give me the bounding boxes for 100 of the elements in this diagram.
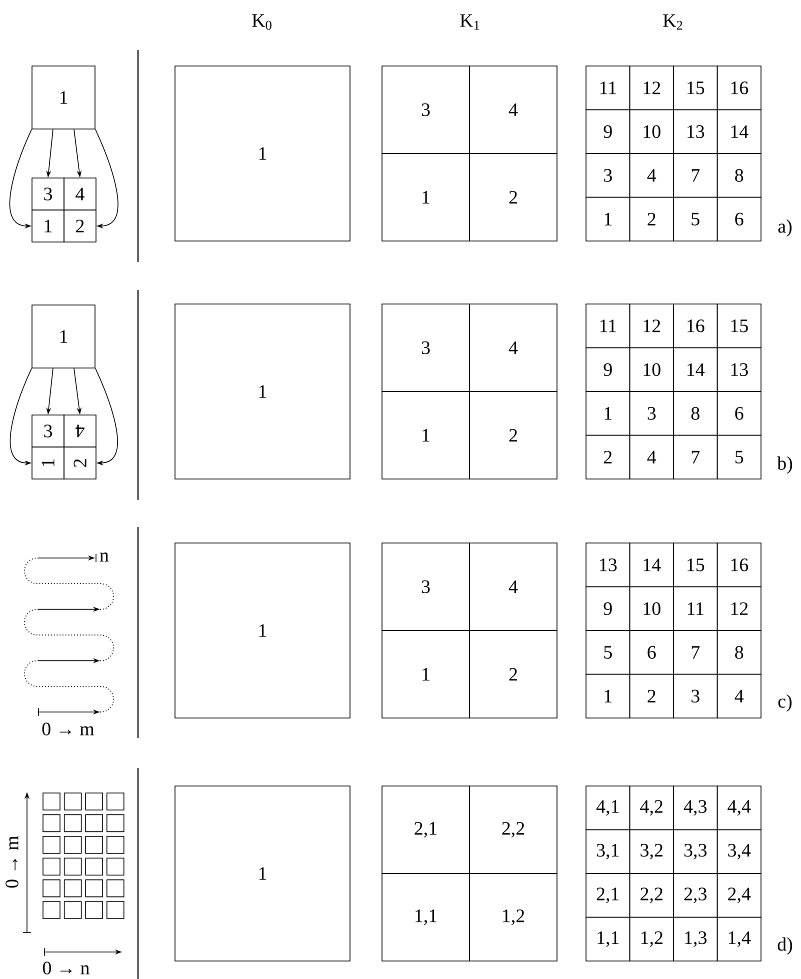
grid-cell: 11 (586, 304, 630, 348)
grid-cell: 7 (673, 434, 718, 480)
grid-cell: 9 (586, 109, 630, 154)
grid-cell: 1 (174, 786, 350, 962)
grid-cell: 3,3 (673, 829, 718, 874)
grid-cell: 4,1 (586, 786, 630, 830)
grid-cell: 4 (469, 66, 558, 154)
grid-cell: 4,4 (716, 786, 762, 830)
grid-cell: 4 (469, 542, 558, 631)
grid-cell: 15 (673, 542, 718, 588)
grid-cell: 1 (586, 674, 630, 718)
grid-cell: 15 (716, 304, 762, 348)
row-label: d) (778, 937, 792, 955)
column-heading: K$_{0}$ (252, 14, 272, 30)
grid-cell: 9 (586, 586, 630, 631)
source-box: 1 (32, 304, 96, 368)
grid-cell: 12 (629, 304, 674, 348)
grid-cell: 2,4 (716, 873, 762, 918)
grid-cell: 2 (629, 674, 674, 718)
arrow (95, 129, 118, 229)
grid-cell: 14 (716, 109, 762, 154)
grid-cell: 13 (716, 347, 762, 392)
grid-cell: 4 (629, 153, 674, 198)
grid-cell: 3,1 (586, 829, 630, 874)
grid-cell: 2,1 (382, 786, 470, 874)
grid-cell: 1 (174, 66, 350, 242)
column-heading: K$_{1}$ (460, 14, 480, 30)
grid-cell: 1,1 (382, 873, 470, 962)
grid-cell: 6 (716, 196, 762, 242)
grid-cell: 4 (469, 304, 558, 392)
grid-cell: 6 (716, 391, 762, 436)
grid-cell: 10 (629, 109, 674, 154)
grid-cell: 5 (716, 434, 762, 480)
grid-cell: 3 (629, 391, 674, 436)
grid-cell: 4 (64, 178, 96, 210)
grid-cell: 1 (32, 210, 64, 242)
grid-cell: 1 (174, 542, 350, 718)
grid-cell: 2 (64, 446, 96, 480)
grid-cell: 5 (673, 196, 718, 242)
grid-cell: 1 (586, 391, 630, 436)
grid-cell: 16 (673, 304, 718, 348)
grid-cell: 2 (629, 196, 674, 242)
grid-cell: 1 (382, 630, 470, 718)
grid-cell: 7 (673, 153, 718, 198)
grid-cell: 11 (673, 586, 718, 631)
grid-cell: 16 (716, 66, 762, 110)
row-label: b) (777, 456, 792, 474)
grid-cell: 3,2 (629, 829, 674, 874)
row-label: c) (778, 694, 792, 712)
grid-cell: 8 (716, 630, 762, 675)
grid-cell: 5 (586, 630, 630, 675)
grid-cell: 15 (673, 66, 718, 110)
grid-cell: 8 (716, 153, 762, 198)
grid-cell: 1 (586, 196, 630, 242)
grid-cell: 12 (716, 586, 762, 631)
grid-cell: 11 (586, 66, 630, 110)
grid-cell: 4,3 (673, 786, 718, 830)
grid-cell: 13 (586, 542, 630, 588)
grid-cell: 10 (629, 347, 674, 392)
arrow (95, 368, 118, 466)
grid-cell: 3 (32, 178, 64, 210)
grid-cell: 4 (64, 414, 96, 448)
grid-cell: 2,2 (629, 873, 674, 918)
grid-cell: 10 (629, 586, 674, 631)
grid-cell: 4 (716, 674, 762, 718)
grid-cell: 3 (32, 414, 64, 448)
grid-cell: 2 (469, 153, 558, 242)
grid-cell: 3 (382, 542, 470, 631)
axis-label: n (100, 552, 109, 562)
grid-cell: 2,3 (673, 873, 718, 918)
grid-cell: 1 (382, 391, 470, 480)
grid-cell: 16 (716, 542, 762, 588)
grid-cell: 4 (629, 434, 674, 480)
grid-cell: 2 (586, 434, 630, 480)
axis-label: 0 → m (42, 722, 94, 736)
grid-cell: 1,4 (716, 916, 762, 962)
grid-cell: 9 (586, 347, 630, 392)
column-heading: K$_{2}$ (663, 14, 682, 30)
axis-label: 0 → n (42, 962, 90, 974)
grid-cell: 1,2 (469, 873, 558, 962)
grid-cell: 8 (673, 391, 718, 436)
grid-cell: 3 (382, 304, 470, 392)
grid-cell: 7 (673, 630, 718, 675)
row-label: a) (778, 219, 792, 237)
grid-cell: 6 (629, 630, 674, 675)
grid-cell: 2,2 (469, 786, 558, 874)
source-box: 1 (32, 66, 96, 130)
grid-cell: 2 (469, 630, 558, 718)
axis-label: 0 → m (6, 836, 18, 888)
grid-cell: 1 (174, 304, 350, 480)
grid-cell: 1,3 (673, 916, 718, 962)
grid-cell: 13 (673, 109, 718, 154)
grid-cell: 1,1 (586, 916, 630, 962)
grid-cell: 1,2 (629, 916, 674, 962)
grid-cell: 1 (382, 153, 470, 242)
grid-cell: 3 (382, 66, 470, 154)
grid-cell: 2,1 (586, 873, 630, 918)
grid-cell: 14 (673, 347, 718, 392)
grid-cell: 12 (629, 66, 674, 110)
grid-cell: 3,4 (716, 829, 762, 874)
